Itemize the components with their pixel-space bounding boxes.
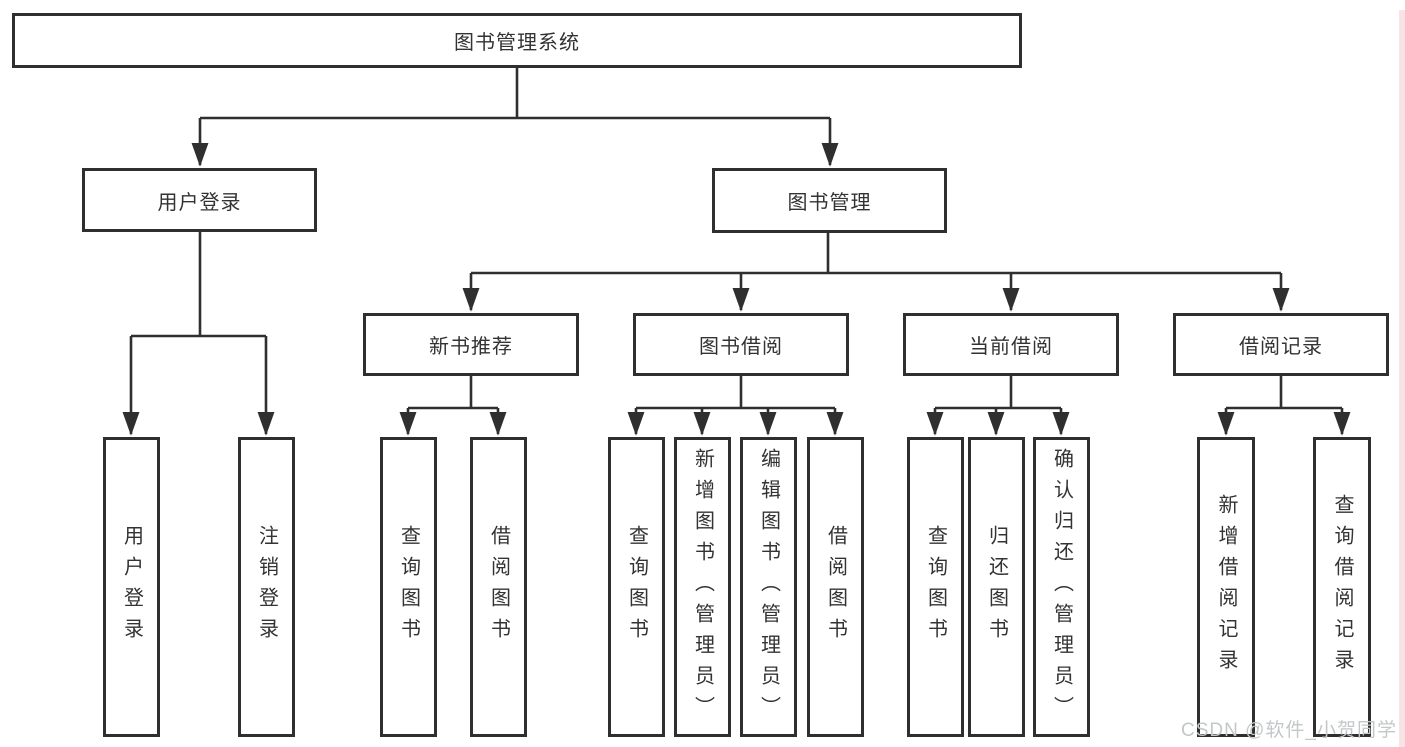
leaf-borrow-books-1: 借阅图书 [470,437,527,737]
leaf-add-books-admin-label: 新增图书（管理员） [691,447,714,727]
leaf-borrow-books-1-label: 借阅图书 [487,525,510,649]
leaf-query-books-2-label: 查询图书 [625,525,648,649]
node-book-management-label: 图书管理 [787,192,872,214]
leaf-user-login-label: 用户登录 [120,525,143,649]
leaf-borrow-books-2-label: 借阅图书 [824,525,847,649]
leaf-add-borrow-record-label: 新增借阅记录 [1215,494,1237,680]
csdn-watermark: CSDN @软件_小贺同学 [1181,720,1397,741]
leaf-query-borrow-record: 查询借阅记录 [1313,437,1371,737]
node-book-borrow-label: 图书借阅 [699,336,783,358]
node-user-login-label: 用户登录 [157,191,242,214]
leaf-add-borrow-record: 新增借阅记录 [1197,437,1255,737]
node-borrow-records-label: 借阅记录 [1239,336,1323,358]
leaf-edit-books-admin: 编辑图书（管理员） [740,437,797,737]
node-book-management: 图书管理 [712,168,947,233]
node-borrow-records: 借阅记录 [1173,313,1389,376]
leaf-borrow-books-2: 借阅图书 [807,437,864,737]
node-new-book-recommend-label: 新书推荐 [429,336,513,358]
node-root-label: 图书管理系统 [454,32,580,54]
leaf-add-books-admin: 新增图书（管理员） [674,437,731,737]
leaf-query-books-1-label: 查询图书 [397,525,420,649]
node-current-borrow-label: 当前借阅 [969,336,1053,358]
node-current-borrow: 当前借阅 [903,313,1119,376]
leaf-query-books-1: 查询图书 [380,437,437,737]
leaf-return-books-label: 归还图书 [985,525,1008,649]
leaf-query-borrow-record-label: 查询借阅记录 [1331,494,1353,680]
right-edge-strip [1399,10,1405,747]
node-new-book-recommend: 新书推荐 [363,313,579,376]
leaf-confirm-return-admin-label: 确认归还（管理员） [1050,447,1073,727]
leaf-user-login: 用户登录 [103,437,160,737]
leaf-logout: 注销登录 [238,437,295,737]
node-user-login: 用户登录 [82,168,317,232]
leaf-query-books-2: 查询图书 [608,437,665,737]
leaf-query-books-3-label: 查询图书 [924,525,947,649]
leaf-return-books: 归还图书 [968,437,1025,737]
node-book-borrow: 图书借阅 [633,313,849,376]
leaf-query-books-3: 查询图书 [907,437,964,737]
leaf-confirm-return-admin: 确认归还（管理员） [1033,437,1090,737]
leaf-edit-books-admin-label: 编辑图书（管理员） [757,447,780,727]
node-root: 图书管理系统 [12,13,1022,68]
leaf-logout-label: 注销登录 [255,525,278,649]
